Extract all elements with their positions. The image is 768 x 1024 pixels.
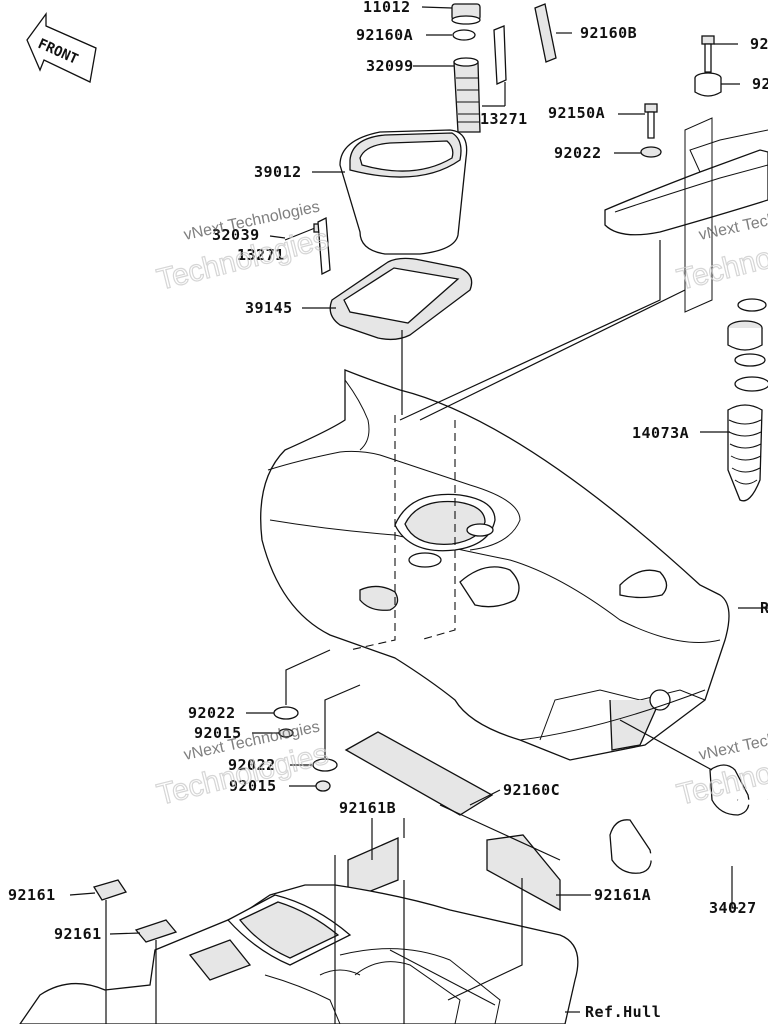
callout-13271-mid: 13271 xyxy=(237,246,285,264)
callout-92161-2: 92161 xyxy=(54,925,102,943)
rear-grab-handle-34027 xyxy=(609,764,768,874)
bolt-top-right xyxy=(701,35,715,73)
bracket-outline xyxy=(684,117,713,313)
ring-right-3 xyxy=(734,376,768,392)
leader-lines xyxy=(69,6,768,1024)
nut-92015-low xyxy=(315,780,331,792)
sticker-92161-1 xyxy=(92,879,128,901)
callout-labels: 11012 92160A 32099 92160B 13271 92150A 9… xyxy=(8,0,768,1021)
cap-part xyxy=(451,3,481,25)
decal-92161A xyxy=(486,834,561,912)
strap-13271-lower xyxy=(317,216,331,276)
washer-92022-mid xyxy=(273,706,299,720)
gasket-39145 xyxy=(329,257,473,341)
callout-92160B: 92160B xyxy=(580,24,637,42)
collar-right xyxy=(727,320,763,351)
spacer-top-right xyxy=(694,72,722,97)
callout-92-cut-1: 92 xyxy=(750,35,768,53)
leader-long-2 xyxy=(399,240,661,421)
strap-13271 xyxy=(493,25,507,85)
callout-92015-mid: 92015 xyxy=(194,724,242,742)
callout-13271-top: 13271 xyxy=(480,110,528,128)
ring-right-1 xyxy=(737,298,767,312)
mat-92160C xyxy=(344,731,494,816)
callout-92160A: 92160A xyxy=(356,26,413,44)
front-arrow-icon: FRONT xyxy=(26,12,97,83)
callout-32039: 32039 xyxy=(212,226,260,244)
ring-right-2 xyxy=(734,353,766,367)
handle-grip-part xyxy=(604,129,768,236)
callout-ref-hull: Ref.Hull xyxy=(585,1003,661,1021)
bolt-92150A xyxy=(644,103,658,139)
storage-cup-39012 xyxy=(339,129,468,255)
callout-34027: 34027 xyxy=(709,899,757,917)
hose-14073A xyxy=(727,404,763,502)
callout-r-cut: R xyxy=(760,599,768,617)
filler-hose-part xyxy=(453,57,481,133)
dashed-locator-2 xyxy=(419,420,456,641)
callout-92161-1: 92161 xyxy=(8,886,56,904)
callout-39012: 39012 xyxy=(254,163,302,181)
leader-long-3 xyxy=(419,289,686,421)
callout-92022-low: 92022 xyxy=(228,756,276,774)
washer-92022-top xyxy=(640,146,662,158)
callout-92-cut-2: 92 xyxy=(752,75,768,93)
callout-92160C: 92160C xyxy=(503,781,560,799)
callout-14073A: 14073A xyxy=(632,424,689,442)
callout-92015-low: 92015 xyxy=(229,777,277,795)
dashed-locator-1 xyxy=(349,415,396,651)
callout-11012: 11012 xyxy=(363,0,411,16)
gasket-ring-part xyxy=(452,29,476,41)
watermark-small-4: vNext Technologies xyxy=(697,718,768,763)
pad-92160B xyxy=(534,3,557,63)
hull-tray-bottom xyxy=(19,884,579,1024)
callout-92022-top: 92022 xyxy=(554,144,602,162)
callout-39145: 39145 xyxy=(245,299,293,317)
sticker-92161-2 xyxy=(134,919,178,943)
callout-92150A: 92150A xyxy=(548,104,605,122)
callout-92161A: 92161A xyxy=(594,886,651,904)
hull-deck-body xyxy=(260,369,730,761)
callout-92161B: 92161B xyxy=(339,799,396,817)
callout-32099: 32099 xyxy=(366,57,414,75)
callout-92022-mid: 92022 xyxy=(188,704,236,722)
